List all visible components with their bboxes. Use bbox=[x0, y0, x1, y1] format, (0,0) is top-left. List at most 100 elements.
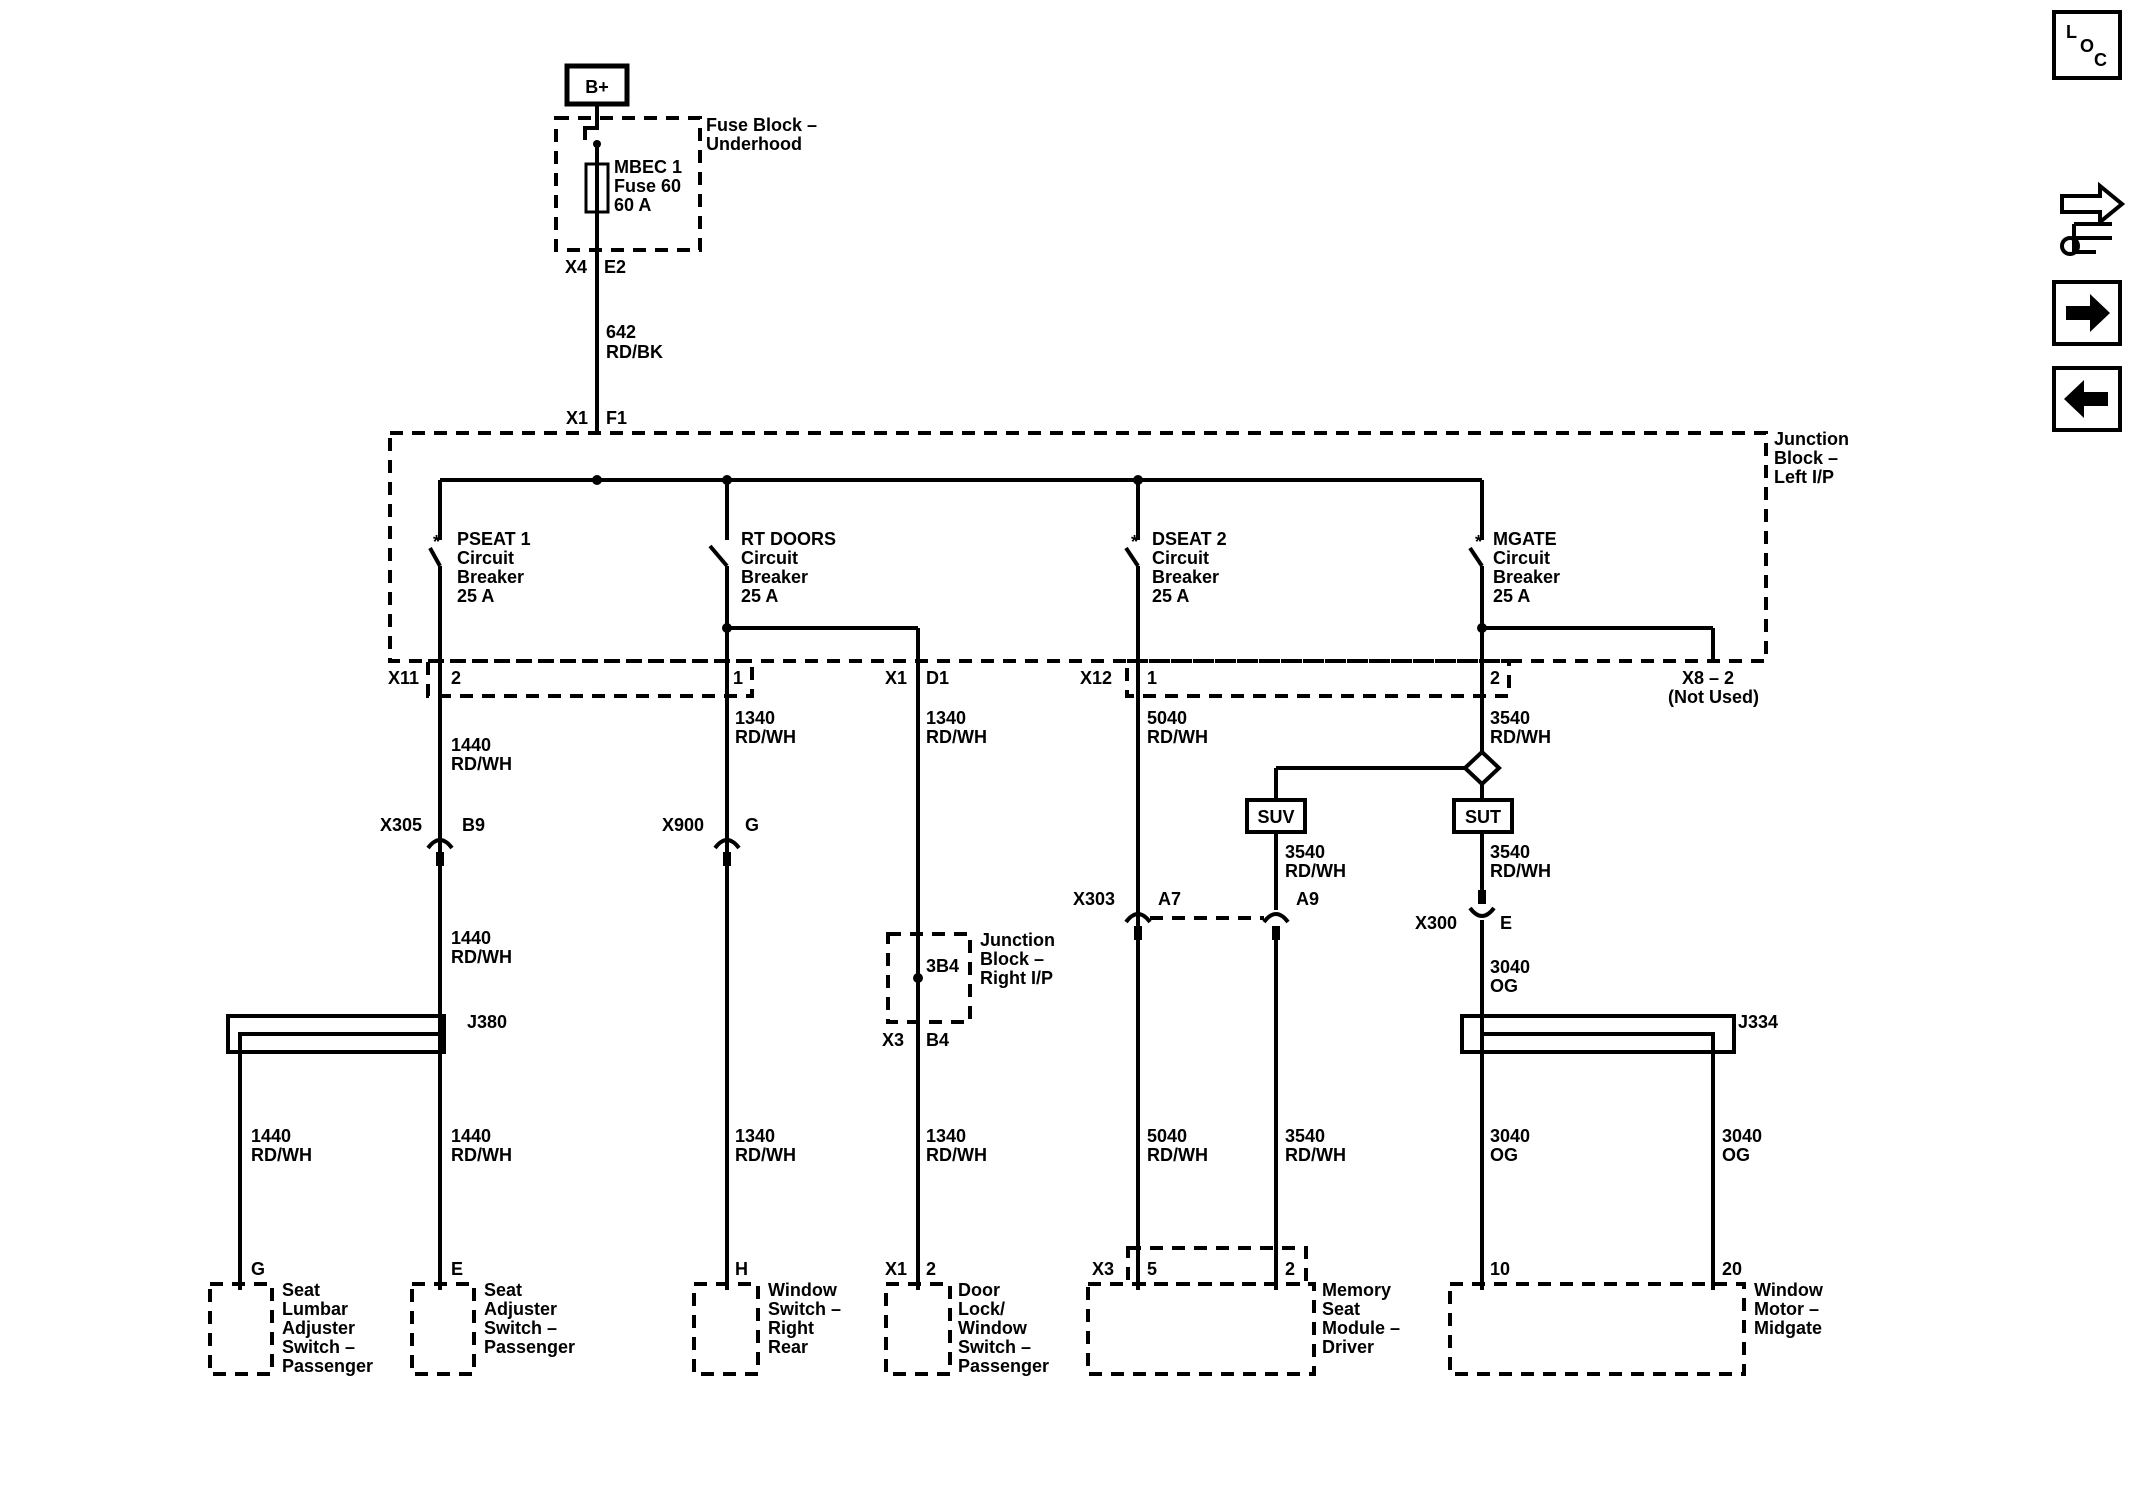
svg-text:Rear: Rear bbox=[768, 1337, 808, 1357]
svg-text:25 A: 25 A bbox=[1152, 586, 1189, 606]
svg-text:X303: X303 bbox=[1073, 889, 1115, 909]
svg-text:3540: 3540 bbox=[1285, 1126, 1325, 1146]
svg-text:E: E bbox=[451, 1259, 463, 1279]
svg-text:Switch –: Switch – bbox=[768, 1299, 841, 1319]
svg-text:2: 2 bbox=[926, 1259, 936, 1279]
svg-text:Switch –: Switch – bbox=[958, 1337, 1031, 1357]
junction-block-left: X1 F1 Junction Block – Left I/P bbox=[388, 408, 1849, 663]
battery-source: B+ bbox=[564, 63, 630, 107]
svg-text:1: 1 bbox=[1147, 668, 1157, 688]
svg-text:1340: 1340 bbox=[735, 1126, 775, 1146]
svg-text:5040: 5040 bbox=[1147, 1126, 1187, 1146]
connector-x900: X900 G bbox=[662, 815, 759, 866]
junction-output-connectors: X11 2 1 X1 D1 X12 1 2 X8 – 2 (Not Used) bbox=[388, 659, 1759, 707]
svg-text:20: 20 bbox=[1722, 1259, 1742, 1279]
svg-text:Adjuster: Adjuster bbox=[282, 1318, 355, 1338]
svg-text:*: * bbox=[1131, 532, 1138, 552]
svg-text:J334: J334 bbox=[1738, 1012, 1778, 1032]
svg-text:G: G bbox=[745, 815, 759, 835]
connector-x300: X300 E bbox=[1415, 890, 1512, 1290]
svg-text:RD/WH: RD/WH bbox=[735, 1145, 796, 1165]
svg-text:3540: 3540 bbox=[1490, 842, 1530, 862]
junction-input-pin: F1 bbox=[606, 408, 627, 428]
svg-text:25 A: 25 A bbox=[1493, 586, 1530, 606]
svg-text:1440: 1440 bbox=[451, 928, 491, 948]
svg-text:PSEAT 1: PSEAT 1 bbox=[457, 529, 531, 549]
svg-text:SUV: SUV bbox=[1257, 807, 1294, 827]
component-seat-lumbar-switch: G Seat Lumbar Adjuster Switch – Passenge… bbox=[208, 1259, 373, 1376]
svg-text:RD/WH: RD/WH bbox=[451, 1145, 512, 1165]
svg-text:X12: X12 bbox=[1080, 668, 1112, 688]
svg-text:X3: X3 bbox=[1092, 1259, 1114, 1279]
svg-text:Window: Window bbox=[768, 1280, 838, 1300]
junction-left-name: Junction bbox=[1774, 429, 1849, 449]
wire-labels-lower: 1440 RD/WH 1440 RD/WH 1340 RD/WH 1340 RD… bbox=[251, 1126, 1762, 1165]
locator-button[interactable]: L O C bbox=[2052, 10, 2122, 80]
svg-text:MGATE: MGATE bbox=[1493, 529, 1557, 549]
svg-text:1440: 1440 bbox=[451, 735, 491, 755]
next-page-button[interactable] bbox=[2052, 280, 2122, 346]
svg-text:25 A: 25 A bbox=[457, 586, 494, 606]
svg-text:10: 10 bbox=[1490, 1259, 1510, 1279]
fuse-rating: 60 A bbox=[614, 195, 651, 215]
svg-text:SUT: SUT bbox=[1465, 807, 1501, 827]
svg-text:2: 2 bbox=[1490, 668, 1500, 688]
option-sut: SUT bbox=[1452, 798, 1514, 890]
svg-text:D1: D1 bbox=[926, 668, 949, 688]
svg-text:Lock/: Lock/ bbox=[958, 1299, 1005, 1319]
junction-left-location: Left I/P bbox=[1774, 467, 1834, 487]
svg-text:Circuit: Circuit bbox=[457, 548, 514, 568]
svg-text:OG: OG bbox=[1490, 1145, 1518, 1165]
svg-text:RD/WH: RD/WH bbox=[926, 727, 987, 747]
svg-text:3040: 3040 bbox=[1722, 1126, 1762, 1146]
splice-j380: J380 bbox=[226, 1012, 507, 1290]
svg-text:Window: Window bbox=[1754, 1280, 1824, 1300]
svg-text:Breaker: Breaker bbox=[1493, 567, 1560, 587]
svg-text:Passenger: Passenger bbox=[282, 1356, 373, 1376]
svg-text:B4: B4 bbox=[926, 1030, 949, 1050]
svg-text:DSEAT 2: DSEAT 2 bbox=[1152, 529, 1227, 549]
svg-text:H: H bbox=[735, 1259, 748, 1279]
svg-text:RD/WH: RD/WH bbox=[1147, 727, 1208, 747]
fuse-name: MBEC 1 bbox=[614, 157, 682, 177]
option-suv: SUV bbox=[1245, 798, 1307, 910]
svg-text:RD/WH: RD/WH bbox=[451, 947, 512, 967]
svg-text:Breaker: Breaker bbox=[457, 567, 524, 587]
svg-text:RD/WH: RD/WH bbox=[1147, 1145, 1208, 1165]
svg-text:B9: B9 bbox=[462, 815, 485, 835]
breaker-rt-doors: RT DOORS Circuit Breaker 25 A bbox=[708, 480, 920, 1290]
svg-text:25 A: 25 A bbox=[741, 586, 778, 606]
svg-text:Circuit: Circuit bbox=[1493, 548, 1550, 568]
svg-text:1440: 1440 bbox=[451, 1126, 491, 1146]
svg-text:Motor –: Motor – bbox=[1754, 1299, 1819, 1319]
fuse-block-name: Fuse Block – bbox=[706, 115, 817, 135]
svg-text:OG: OG bbox=[1490, 976, 1518, 996]
svg-text:X305: X305 bbox=[380, 815, 422, 835]
connector-x305: X305 B9 bbox=[380, 815, 485, 866]
svg-text:X900: X900 bbox=[662, 815, 704, 835]
svg-text:Window: Window bbox=[958, 1318, 1028, 1338]
svg-text:3540: 3540 bbox=[1285, 842, 1325, 862]
connector-view-icon[interactable] bbox=[2060, 181, 2126, 256]
fuse-block-underhood: MBEC 1 Fuse 60 60 A Fuse Block – Underho… bbox=[554, 115, 817, 277]
svg-text:5040: 5040 bbox=[1147, 708, 1187, 728]
component-door-lock-window-switch: X1 2 Door Lock/ Window Switch – Passenge… bbox=[884, 1259, 1049, 1376]
svg-text:Lumbar: Lumbar bbox=[282, 1299, 348, 1319]
svg-text:Module –: Module – bbox=[1322, 1318, 1400, 1338]
junction-block-right: 3B4 Junction Block – Right I/P X3 B4 bbox=[882, 930, 1055, 1050]
svg-text:3040: 3040 bbox=[1490, 957, 1530, 977]
svg-text:OG: OG bbox=[1722, 1145, 1750, 1165]
locator-l: L bbox=[2066, 22, 2077, 42]
svg-text:RD/WH: RD/WH bbox=[1490, 727, 1551, 747]
fuse-block-connector: X4 bbox=[565, 257, 587, 277]
previous-page-button[interactable] bbox=[2052, 366, 2122, 432]
locator-c: C bbox=[2094, 50, 2107, 70]
svg-text:5: 5 bbox=[1147, 1259, 1157, 1279]
svg-text:Passenger: Passenger bbox=[958, 1356, 1049, 1376]
svg-text:Switch –: Switch – bbox=[484, 1318, 557, 1338]
svg-text:*: * bbox=[433, 532, 440, 552]
svg-text:RD/WH: RD/WH bbox=[451, 754, 512, 774]
svg-text:X300: X300 bbox=[1415, 913, 1457, 933]
svg-text:RD/WH: RD/WH bbox=[1285, 861, 1346, 881]
